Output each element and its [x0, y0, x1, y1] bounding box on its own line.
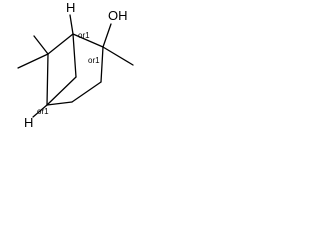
- bond-c5-c7: [46, 76, 77, 106]
- bond-c7-c1: [72, 33, 77, 78]
- bond-c1-c2: [72, 33, 104, 48]
- bond-c2-c3: [100, 46, 104, 83]
- bond-c2-methyl: [102, 46, 134, 66]
- atom-label-hydroxyl: OH: [108, 8, 128, 23]
- bond-lines: [17, 14, 134, 118]
- atom-label-hydrogen-top: H: [66, 0, 75, 15]
- atom-label-hydrogen-bottom: H: [24, 115, 33, 130]
- bond-c3-c4: [71, 81, 102, 103]
- bond-c6-c5: [46, 53, 49, 106]
- stereo-label-carbinol: or1: [88, 56, 100, 65]
- molecule-structure-diagram: H OH H or1 or1 or1: [17, 0, 134, 130]
- bond-c4-c5: [46, 101, 73, 106]
- bond-c6-methyl-b: [17, 53, 49, 69]
- bond-c5-h: [32, 104, 48, 118]
- bond-c1-h: [69, 14, 74, 35]
- stereo-label-bottom-bridgehead: or1: [37, 107, 49, 116]
- bond-c6-methyl-a: [33, 35, 49, 55]
- bond-c1-c6: [47, 33, 74, 55]
- stereo-label-top-bridgehead: or1: [78, 31, 90, 40]
- bond-c2-o: [102, 23, 112, 48]
